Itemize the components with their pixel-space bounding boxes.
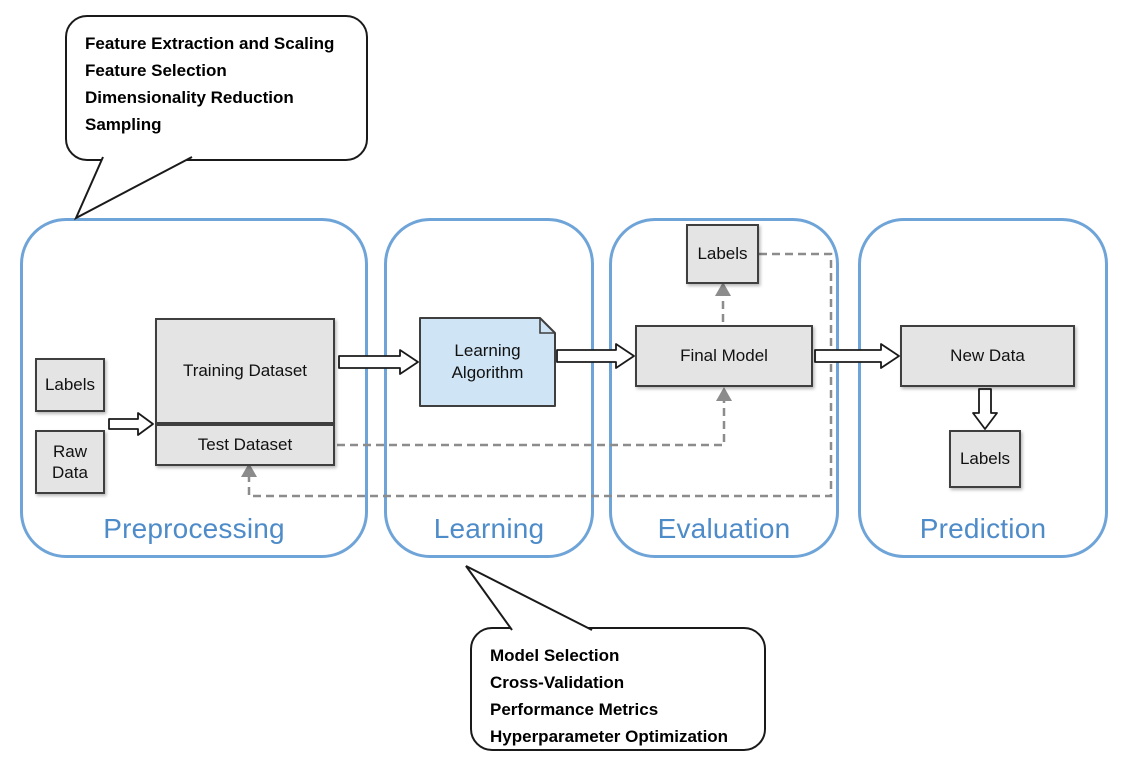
- stage-label-learning: Learning: [433, 513, 545, 544]
- learning-callout: Model Selection Cross-Validation Perform…: [470, 627, 766, 751]
- callout-line: Dimensionality Reduction: [85, 88, 294, 107]
- stage-prediction: Prediction: [858, 218, 1108, 558]
- stage-label-prediction: Prediction: [919, 513, 1047, 544]
- callout-line: Feature Selection: [85, 61, 227, 80]
- box-labels-predicted: Labels: [686, 224, 759, 284]
- callout-line: Sampling: [85, 115, 162, 134]
- callout-line: Feature Extraction and Scaling: [85, 34, 335, 53]
- box-labels-output: Labels: [949, 430, 1021, 488]
- box-new-data: New Data: [900, 325, 1075, 387]
- box-training-dataset: Training Dataset: [155, 318, 335, 424]
- stage-label-evaluation: Evaluation: [657, 513, 791, 544]
- box-test-dataset: Test Dataset: [155, 424, 335, 466]
- box-final-model: Final Model: [635, 325, 813, 387]
- box-raw-data: Raw Data: [35, 430, 105, 494]
- box-labels-input: Labels: [35, 358, 105, 412]
- callout-line: Model Selection: [490, 646, 620, 665]
- top-callout-tail: [73, 156, 193, 221]
- stage-label-preprocessing: Preprocessing: [103, 513, 285, 544]
- callout-line: Hyperparameter Optimization: [490, 727, 729, 746]
- bottom-callout-tail: [465, 565, 593, 631]
- preprocessing-callout: Feature Extraction and Scaling Feature S…: [65, 15, 368, 161]
- callout-line: Cross-Validation: [490, 673, 625, 692]
- callout-line: Performance Metrics: [490, 700, 659, 719]
- box-learning-algorithm: Learning Algorithm: [451, 340, 524, 382]
